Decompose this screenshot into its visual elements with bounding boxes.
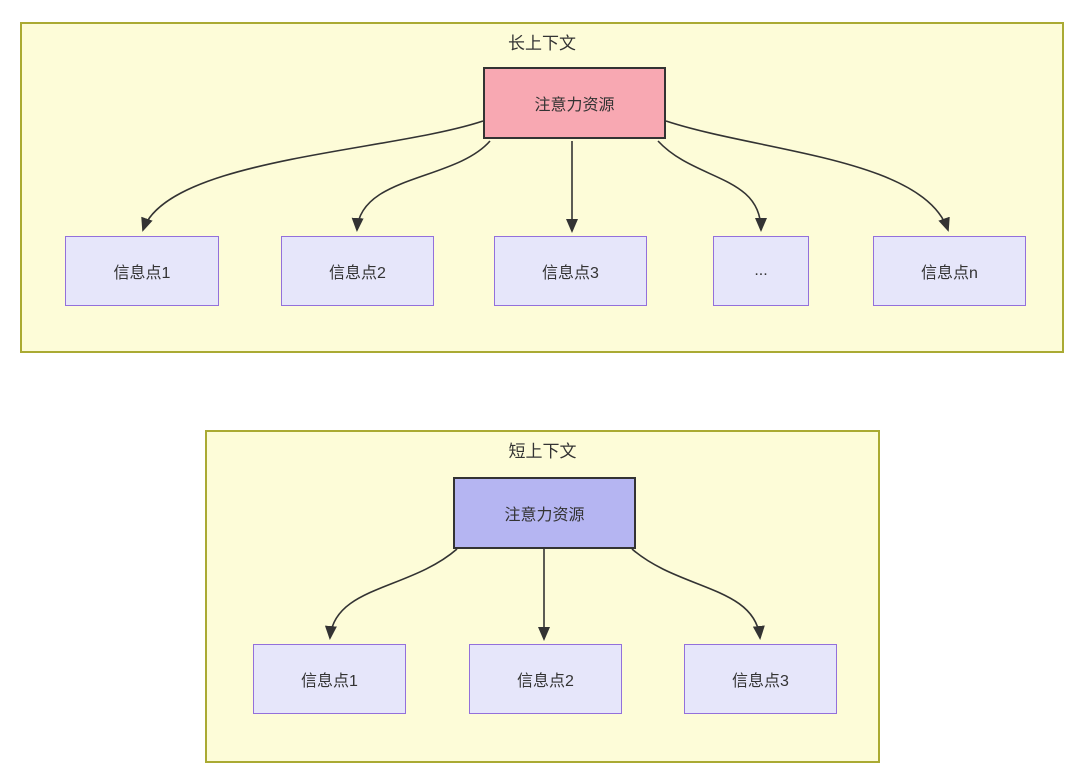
short-context-title: 短上下文 bbox=[508, 442, 577, 461]
long-info-point-n-node: 信息点n bbox=[873, 236, 1026, 306]
long-info-point-3-node: 信息点3 bbox=[494, 236, 647, 306]
long-info-point-2-node: 信息点2 bbox=[281, 236, 434, 306]
short-info-point-3-node: 信息点3 bbox=[684, 644, 837, 714]
short-info-point-1-node: 信息点1 bbox=[253, 644, 406, 714]
short-info-point-2-node: 信息点2 bbox=[469, 644, 622, 714]
long-info-point-ellipsis-node: ... bbox=[713, 236, 809, 306]
short-attention-node: 注意力资源 bbox=[453, 477, 636, 549]
long-attention-node: 注意力资源 bbox=[483, 67, 666, 139]
long-info-point-1-node: 信息点1 bbox=[65, 236, 219, 306]
long-context-title: 长上下文 bbox=[508, 34, 576, 53]
